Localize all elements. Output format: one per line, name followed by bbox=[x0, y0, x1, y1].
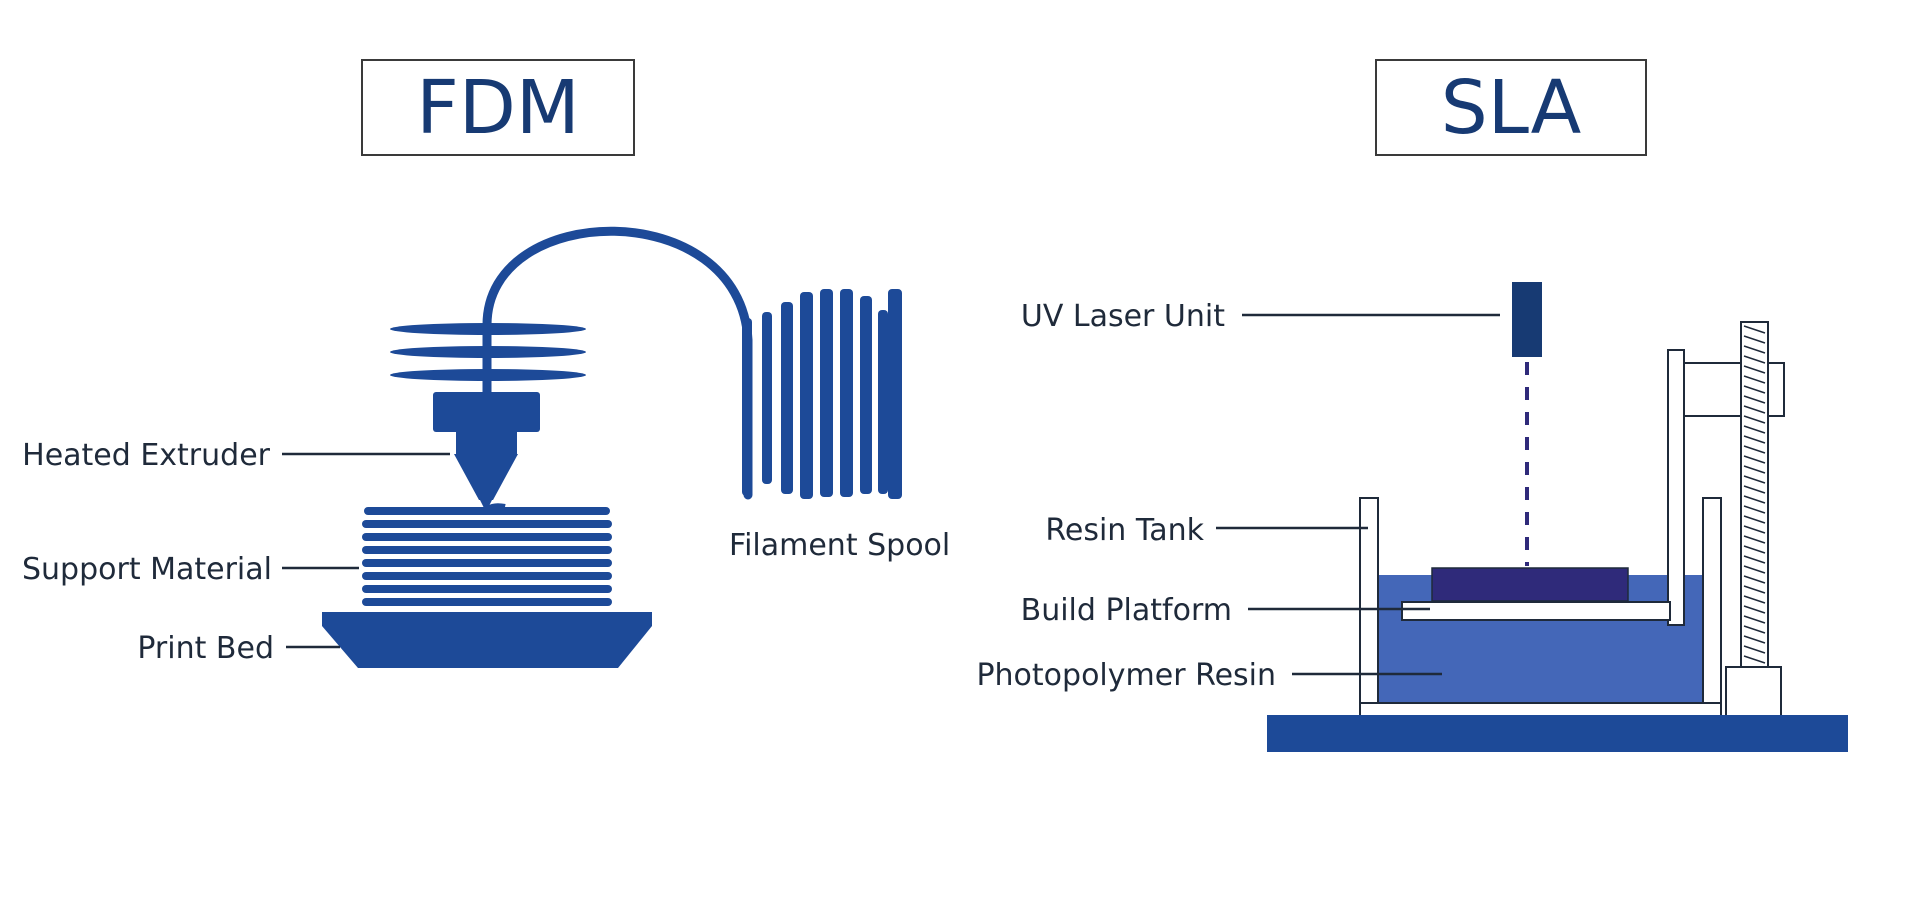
label-photopolymer-resin: Photopolymer Resin bbox=[976, 658, 1276, 693]
print-bed bbox=[322, 612, 652, 668]
support-material-layers bbox=[362, 503, 612, 606]
filament-spool bbox=[742, 289, 902, 499]
label-resin-tank: Resin Tank bbox=[1045, 513, 1204, 548]
label-print-bed: Print Bed bbox=[137, 631, 274, 666]
lead-screw-thread bbox=[1743, 325, 1766, 664]
label-filament-spool: Filament Spool bbox=[729, 528, 950, 563]
sla-title-box: SLA bbox=[1375, 59, 1647, 156]
sla-panel: SLA bbox=[976, 59, 1848, 752]
build-platform bbox=[1401, 601, 1671, 621]
uv-laser-unit bbox=[1512, 282, 1542, 357]
fdm-panel: FDM bbox=[22, 59, 950, 668]
fdm-title: FDM bbox=[416, 65, 579, 151]
fdm-leader-lines bbox=[282, 452, 450, 649]
sla-title: SLA bbox=[1441, 65, 1582, 151]
cooling-fins bbox=[390, 323, 586, 381]
label-build-platform: Build Platform bbox=[1021, 593, 1232, 628]
fdm-title-box: FDM bbox=[361, 59, 635, 156]
printed-part bbox=[1431, 567, 1629, 602]
z-axis-assembly bbox=[1667, 321, 1785, 717]
printer-base bbox=[1267, 715, 1848, 752]
sla-leader-lines bbox=[1216, 313, 1500, 676]
label-uv-laser-unit: UV Laser Unit bbox=[1021, 299, 1225, 334]
extruder-head bbox=[433, 392, 540, 512]
label-support-material: Support Material bbox=[22, 552, 272, 587]
label-heated-extruder: Heated Extruder bbox=[22, 438, 271, 473]
filament-tube bbox=[482, 226, 753, 500]
